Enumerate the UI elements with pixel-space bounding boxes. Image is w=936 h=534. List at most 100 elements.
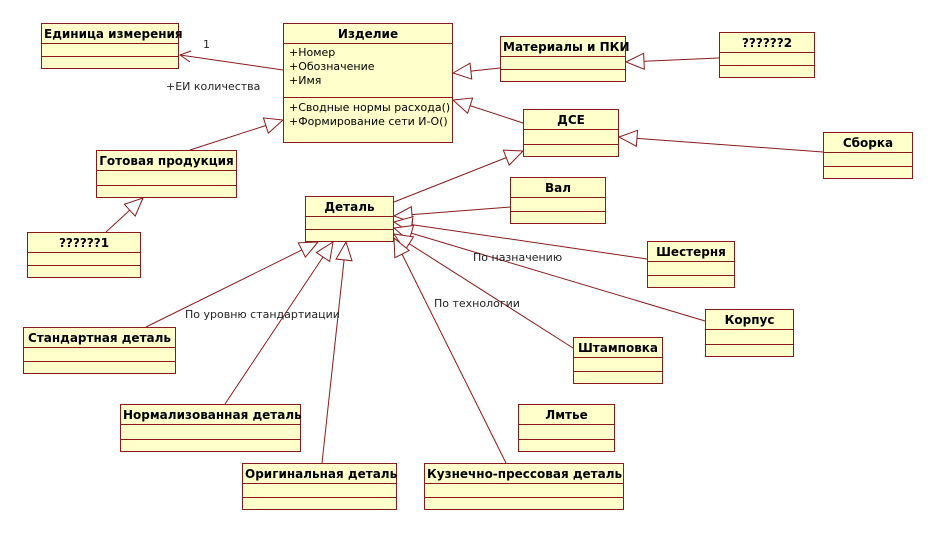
attributes-compartment bbox=[519, 424, 614, 439]
class-name: Корпус bbox=[724, 313, 775, 327]
operations-compartment bbox=[720, 65, 814, 66]
operation: +Сводные нормы расхода() bbox=[289, 101, 451, 114]
attributes-compartment bbox=[720, 52, 814, 65]
class-normalizovannaya-detal[interactable]: Нормализованная деталь bbox=[120, 404, 302, 452]
generalization-line bbox=[189, 125, 267, 151]
generalization-arrowhead bbox=[617, 129, 639, 148]
class-name: Стандартная деталь bbox=[27, 331, 171, 345]
generalization-arrowhead bbox=[624, 52, 645, 70]
generalization-lines bbox=[105, 52, 824, 464]
attributes-compartment bbox=[511, 197, 605, 211]
operations-compartment bbox=[243, 497, 396, 498]
generalization-line bbox=[470, 67, 501, 72]
attributes-compartment bbox=[42, 43, 178, 56]
generalization-arrowhead bbox=[451, 62, 473, 80]
generalization-line bbox=[393, 157, 507, 203]
attributes-compartment bbox=[501, 56, 625, 69]
association-arrowhead bbox=[178, 50, 192, 63]
class-gotovaya-produkciya[interactable]: Готовая продукция bbox=[96, 150, 237, 198]
operations-compartment bbox=[97, 185, 236, 186]
generalization-line bbox=[401, 253, 507, 464]
class-kuznechno-pressovaya-detal[interactable]: Кузнечно-прессовая деталь bbox=[424, 463, 624, 510]
class-name: Единица измерения bbox=[44, 27, 183, 41]
generalization-line bbox=[224, 256, 324, 405]
class-name: Деталь bbox=[324, 200, 375, 214]
attributes-compartment bbox=[524, 129, 618, 144]
class-detal[interactable]: Деталь bbox=[305, 196, 394, 242]
class-name: Кузнечно-прессовая деталь bbox=[427, 467, 623, 481]
operations-compartment bbox=[648, 275, 734, 276]
class-name: Сборка bbox=[842, 136, 894, 150]
generalization-arrowhead bbox=[262, 117, 285, 135]
generalization-arrowhead bbox=[393, 236, 411, 259]
multiplicity-label: 1 bbox=[203, 38, 210, 51]
class-question-2[interactable]: ??????2 bbox=[719, 32, 815, 78]
attributes-compartment bbox=[574, 357, 662, 371]
operations-compartment bbox=[519, 439, 614, 440]
class-name: Вал bbox=[544, 181, 572, 195]
generalization-arrowhead bbox=[123, 197, 144, 217]
class-question-1[interactable]: ??????1 bbox=[27, 232, 141, 278]
generalization-line bbox=[321, 259, 345, 464]
operations-compartment bbox=[425, 497, 623, 498]
label-po-tehnologii: По технологии bbox=[434, 297, 520, 310]
class-name: Изделие bbox=[337, 27, 399, 41]
class-val[interactable]: Вал bbox=[510, 177, 606, 224]
generalization-arrowhead bbox=[502, 149, 525, 166]
class-name: Шестерня bbox=[656, 245, 726, 259]
operations-compartment bbox=[824, 166, 912, 167]
class-name: ??????2 bbox=[741, 36, 793, 50]
generalization-arrowhead bbox=[297, 241, 320, 259]
operations-compartment bbox=[28, 265, 140, 266]
class-edinica-izmereniya[interactable]: Единица измерения bbox=[41, 23, 183, 69]
generalization-line bbox=[411, 224, 648, 260]
attributes-compartment bbox=[425, 483, 623, 497]
class-materialy-i-pki[interactable]: Материалы и ПКИ bbox=[500, 36, 630, 82]
operations-compartment bbox=[524, 144, 618, 145]
class-name: Штамповка bbox=[577, 341, 659, 355]
generalization-line bbox=[408, 243, 574, 349]
operations-compartment bbox=[511, 211, 605, 212]
generalization-line bbox=[145, 249, 303, 328]
generalization-line bbox=[411, 232, 706, 322]
attribute: +Имя bbox=[289, 74, 322, 87]
attribute: +Номер bbox=[289, 46, 336, 59]
operations-compartment: +Сводные нормы расхода() +Формирование с… bbox=[284, 97, 452, 129]
label-po-urovnyu-standartizacii: По уровню стандартиации bbox=[185, 308, 340, 321]
attributes-compartment bbox=[824, 152, 912, 166]
operation: +Формирование сети И-О() bbox=[289, 115, 448, 128]
generalization-line bbox=[636, 137, 824, 153]
operations-compartment bbox=[42, 56, 178, 57]
operations-compartment bbox=[574, 371, 662, 372]
attributes-compartment bbox=[306, 216, 393, 229]
class-originalnaya-detal[interactable]: Оригинальная деталь bbox=[242, 463, 397, 510]
generalization-arrowhead bbox=[451, 97, 474, 115]
attributes-compartment bbox=[706, 329, 793, 344]
class-name: Лмтье bbox=[545, 408, 588, 422]
attributes-compartment: +Номер +Обозначение +Имя bbox=[284, 43, 452, 97]
class-dse[interactable]: ДСЕ bbox=[523, 109, 619, 157]
operations-compartment bbox=[24, 361, 175, 362]
class-izdelie[interactable]: Изделие +Номер +Обозначение +Имя +Сводны… bbox=[283, 23, 453, 143]
association-line bbox=[179, 54, 284, 71]
class-name: Нормализованная деталь bbox=[123, 408, 302, 422]
generalization-line bbox=[105, 209, 131, 233]
class-shesternya[interactable]: Шестерня bbox=[647, 241, 735, 288]
class-sborka[interactable]: Сборка bbox=[823, 132, 913, 179]
class-name: ДСЕ bbox=[557, 113, 585, 127]
label-po-naznacheniyu: По назначению bbox=[473, 251, 563, 264]
attributes-compartment bbox=[28, 252, 140, 265]
class-litye[interactable]: Лмтье bbox=[518, 404, 615, 452]
attributes-compartment bbox=[243, 483, 396, 497]
class-standartnaya-detal[interactable]: Стандартная деталь bbox=[23, 327, 176, 374]
generalization-arrowhead bbox=[335, 240, 353, 262]
class-korpus[interactable]: Корпус bbox=[705, 309, 794, 357]
operations-compartment bbox=[306, 229, 393, 230]
generalization-line bbox=[643, 57, 720, 62]
class-name: Материалы и ПКИ bbox=[503, 40, 630, 54]
operations-compartment bbox=[501, 69, 625, 70]
class-shtampovka[interactable]: Штамповка bbox=[573, 337, 663, 384]
generalization-arrowhead bbox=[315, 240, 334, 263]
operations-compartment bbox=[121, 439, 300, 440]
attributes-compartment bbox=[97, 170, 236, 185]
